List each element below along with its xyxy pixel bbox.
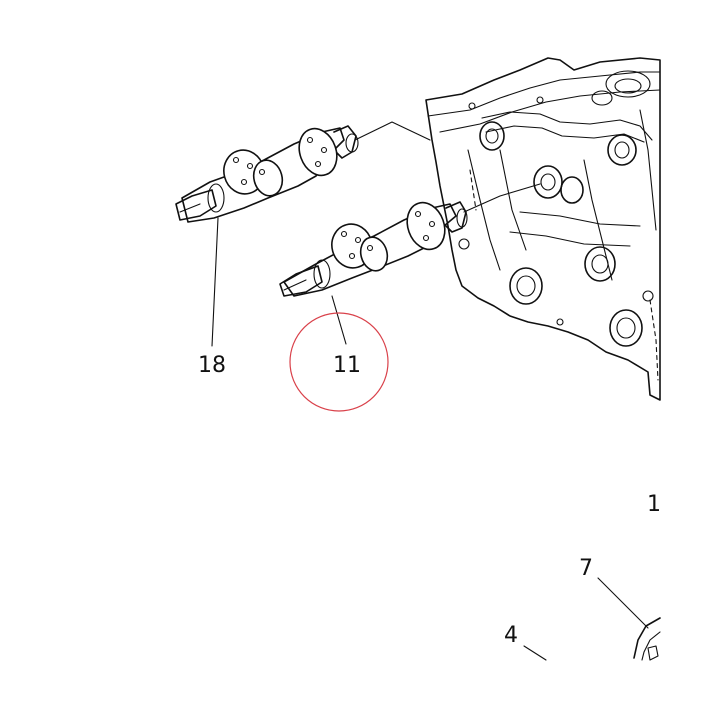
callout-11: 11	[333, 353, 361, 378]
leader-11	[331, 295, 347, 345]
highlight-circle	[289, 312, 389, 412]
camshaft-exhaust	[175, 121, 431, 223]
callout-7: 7	[579, 556, 593, 581]
leader-7	[597, 577, 649, 629]
leader-4	[523, 645, 547, 661]
sprocket	[633, 617, 661, 661]
callout-18: 18	[198, 353, 226, 378]
camshaft-intake	[279, 183, 541, 297]
callout-4: 4	[504, 623, 518, 648]
leader-lines	[211, 217, 649, 661]
assembly-line-upper	[354, 121, 431, 141]
cylinder-head	[425, 57, 661, 401]
assembly-line-lower	[463, 183, 541, 213]
leader-18	[211, 217, 219, 347]
callout-1: 1	[647, 492, 661, 517]
